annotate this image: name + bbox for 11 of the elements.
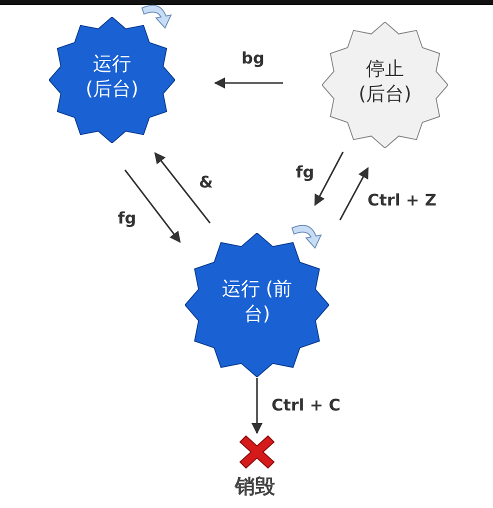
arrow [251,378,263,434]
node-label: 销毁 [235,473,275,500]
arrow [339,167,369,220]
state-star: 运行 (前台) [185,233,329,377]
edge-label: bg [240,48,266,68]
state-star: 停止 (后台) [322,22,448,148]
arrow [154,152,211,224]
arrow [124,170,181,243]
arrow [214,77,283,89]
arrow [314,152,344,206]
state-star: 运行 (后台) [49,17,175,143]
